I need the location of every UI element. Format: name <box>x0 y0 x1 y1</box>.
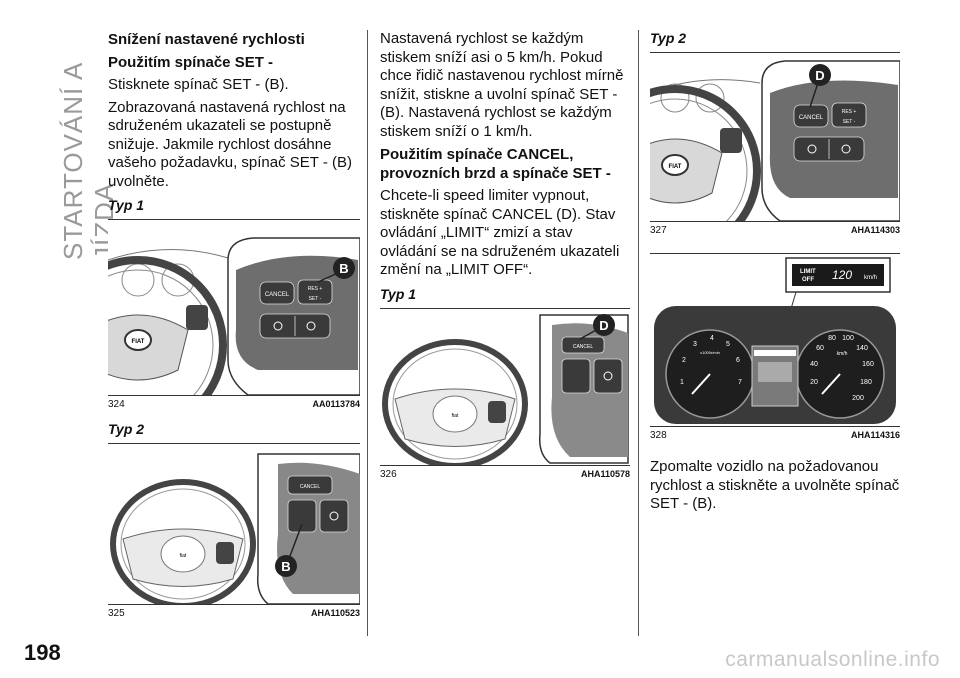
figure-caption: 325 AHA110523 <box>108 605 360 622</box>
figure-code: AA0113784 <box>312 399 360 409</box>
svg-text:SET -: SET - <box>309 296 322 302</box>
figure-caption: 326 AHA110578 <box>380 466 630 483</box>
steering-wheel-cancel-illustration: fiat CANCEL D <box>382 313 629 465</box>
figure-number: 325 <box>108 608 125 619</box>
svg-text:7: 7 <box>738 379 742 386</box>
column-2: Nastavená rychlost se každým stiskem sní… <box>380 30 630 483</box>
paragraph: Zobrazovaná nastavená rychlost na sdruže… <box>108 98 353 190</box>
steering-wheel-type1-illustration: FIAT CANCEL RES + SET - B <box>108 237 360 395</box>
figure-caption: 328 AHA114316 <box>650 427 900 444</box>
figure-number: 328 <box>650 430 667 441</box>
figure-326: fiat CANCEL D <box>380 307 630 466</box>
svg-text:1: 1 <box>680 379 684 386</box>
svg-text:140: 140 <box>856 345 868 352</box>
svg-text:6: 6 <box>736 357 740 364</box>
type-label: Typ 2 <box>108 421 145 437</box>
figure-324: FIAT CANCEL RES + SET - B <box>108 219 360 396</box>
chapter-side-title: STARTOVÁNÍ A JÍZDA <box>58 63 119 260</box>
limit-label: LIMIT <box>800 269 816 275</box>
section-heading: Snížení nastavené rychlosti <box>108 31 305 48</box>
callout-d: D <box>815 68 824 83</box>
svg-text:FIAT: FIAT <box>669 164 682 170</box>
svg-text:fiat: fiat <box>180 553 187 559</box>
figure-number: 326 <box>380 468 397 480</box>
svg-text:80: 80 <box>828 335 836 342</box>
svg-text:3: 3 <box>693 341 697 348</box>
type-label: Typ 1 <box>380 285 417 302</box>
paragraph: Chcete-li speed limiter vypnout, stiskně… <box>380 187 620 278</box>
column-3: Typ 2 FIAT CANCEL RES + SET - D <box>650 30 900 518</box>
svg-text:20: 20 <box>810 379 818 386</box>
svg-text:160: 160 <box>862 361 874 368</box>
svg-text:100: 100 <box>842 335 854 342</box>
column-divider <box>367 30 368 636</box>
figure-code: AHA110523 <box>310 608 360 618</box>
type-label: Typ 1 <box>108 197 145 213</box>
figure-caption: 327 AHA114303 <box>650 222 900 239</box>
callout-b: B <box>339 261 348 276</box>
callout-b: B <box>281 559 290 574</box>
svg-text:OFF: OFF <box>802 277 814 283</box>
figure-code: AHA114303 <box>850 225 900 235</box>
subsection-heading: Použitím spínače SET - <box>108 54 274 71</box>
figure-327: FIAT CANCEL RES + SET - D <box>650 52 900 222</box>
steering-wheel-type2-illustration: fiat CANCEL B <box>110 453 360 604</box>
steering-wheel-type2-cancel-illustration: FIAT CANCEL RES + SET - D <box>650 60 900 221</box>
svg-text:km/h: km/h <box>864 275 877 281</box>
svg-text:60: 60 <box>816 345 824 352</box>
figure-325: fiat CANCEL B <box>108 443 360 605</box>
figure-number: 327 <box>650 225 667 236</box>
page-number: 198 <box>24 640 61 665</box>
svg-text:x1000r/min: x1000r/min <box>700 350 720 355</box>
svg-text:RES +: RES + <box>308 286 323 292</box>
svg-text:FIAT: FIAT <box>132 339 145 345</box>
svg-text:4: 4 <box>710 335 714 342</box>
watermark: carmanualsonline.info <box>725 648 940 671</box>
figure-code: AHA114316 <box>850 430 900 440</box>
column-1: Snížení nastavené rychlosti Použitím spí… <box>108 30 360 622</box>
svg-text:5: 5 <box>726 341 730 348</box>
paragraph: Stisknete spínač SET - (B). <box>108 76 289 93</box>
paragraph: Nastavená rychlost se každým stiskem sní… <box>380 30 624 140</box>
figure-number: 324 <box>108 399 125 410</box>
svg-text:km/h: km/h <box>837 351 848 357</box>
type-label: Typ 2 <box>650 30 687 46</box>
set-speed-readout: 120 <box>832 268 852 282</box>
paragraph: Zpomalte vozidlo na požadovanou rychlost… <box>650 458 900 512</box>
svg-text:2: 2 <box>682 357 686 364</box>
callout-d: D <box>599 318 608 333</box>
section-heading: Použitím spínače CANCEL, provozních brzd… <box>380 146 611 182</box>
svg-text:RES +: RES + <box>842 109 857 115</box>
instrument-cluster-illustration: LIMIT OFF 120 km/h 1 2 3 4 5 6 7 x1000r/min 2… <box>654 257 896 424</box>
cancel-button-label: CANCEL <box>265 292 290 298</box>
cancel-button-label: CANCEL <box>799 115 824 121</box>
cancel-button-label: CANCEL <box>573 344 594 350</box>
column-divider <box>638 30 639 636</box>
svg-text:180: 180 <box>860 379 872 386</box>
svg-text:200: 200 <box>852 395 864 402</box>
svg-text:fiat: fiat <box>452 413 459 419</box>
svg-text:SET -: SET - <box>843 119 856 125</box>
figure-caption: 324 AA0113784 <box>108 396 360 413</box>
svg-text:CANCEL: CANCEL <box>300 484 321 490</box>
figure-328: LIMIT OFF 120 km/h 1 2 3 4 5 6 7 x1000r/min 2… <box>650 253 900 427</box>
figure-code: AHA110578 <box>580 468 630 479</box>
svg-text:40: 40 <box>810 361 818 368</box>
